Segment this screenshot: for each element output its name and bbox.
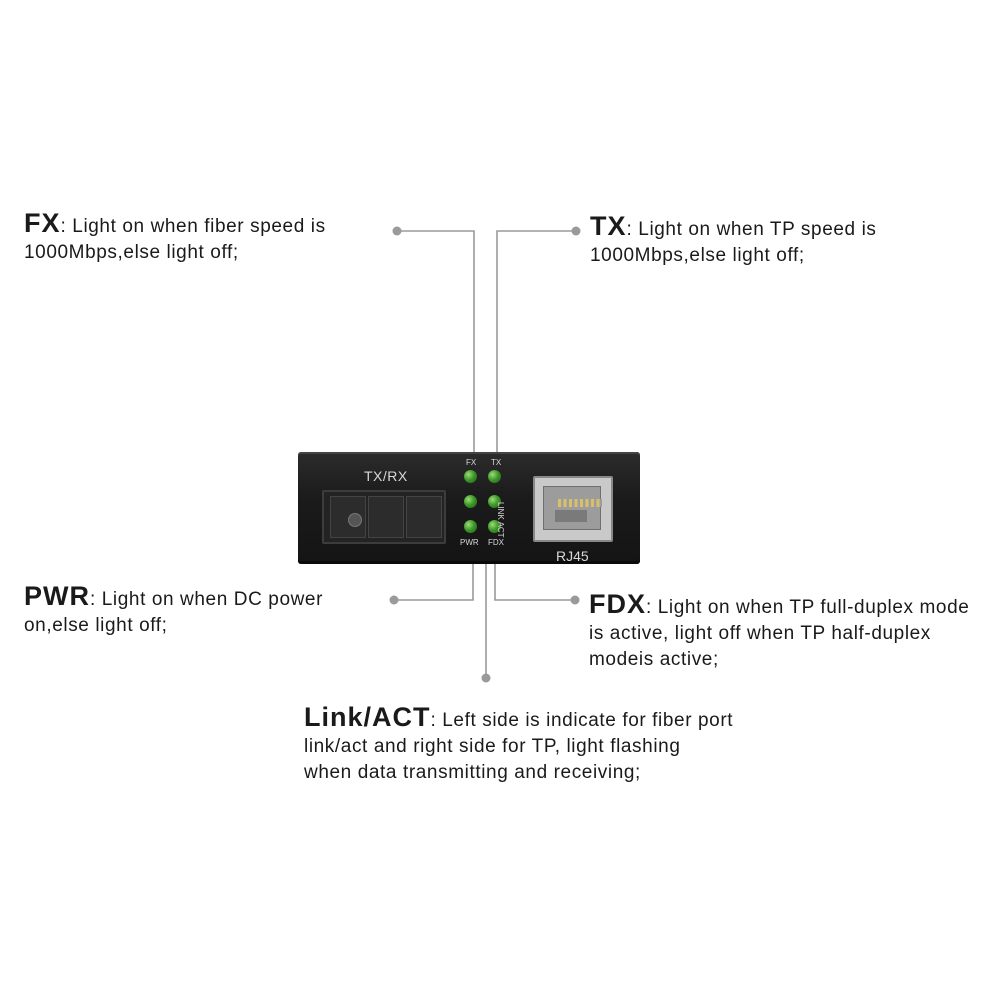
connector-pwr	[394, 550, 474, 601]
rj45-pins	[558, 499, 602, 507]
callout-fx-key: FX	[24, 208, 61, 238]
callout-link-act-text: : Left side is indicate for fiber port l…	[304, 710, 734, 783]
fx-led	[464, 470, 477, 483]
callout-pwr-key: PWR	[24, 581, 90, 611]
pwr-led-label: PWR	[460, 538, 479, 547]
connector-fdx	[494, 550, 573, 601]
media-converter-device: TX/RX FX TX LINK ACT PWR FDX RJ45	[298, 452, 640, 564]
callout-fdx: FDX: Light on when TP full-duplex mode i…	[589, 591, 989, 673]
rj45-cavity	[543, 486, 602, 530]
tx-led-label: TX	[491, 458, 502, 467]
pwr-led	[464, 520, 477, 533]
callout-fdx-key: FDX	[589, 589, 646, 619]
link-act-led-label: LINK ACT	[496, 502, 505, 538]
fdx-led-label: FDX	[488, 538, 504, 547]
callout-pwr: PWR: Light on when DC power on,else ligh…	[24, 583, 394, 639]
fdx-led	[488, 520, 501, 533]
callout-link-act-key: Link/ACT	[304, 702, 431, 732]
connector-dot-tx	[571, 226, 581, 236]
rj45-label: RJ45	[556, 548, 589, 564]
fiber-slot	[368, 496, 404, 538]
fiber-slot	[330, 496, 366, 538]
txrx-label: TX/RX	[364, 468, 408, 484]
sc-fiber-port	[322, 490, 446, 544]
callout-tx: TX: Light on when TP speed is 1000Mbps,e…	[590, 213, 970, 269]
callout-tx-text: : Light on when TP speed is 1000Mbps,els…	[590, 219, 877, 266]
callout-fdx-text: : Light on when TP full-duplex mode is a…	[589, 597, 970, 670]
tx-led	[488, 470, 501, 483]
connector-fx	[397, 230, 475, 460]
callout-fx-text: : Light on when fiber speed is 1000Mbps,…	[24, 216, 326, 263]
rj45-tab	[555, 510, 587, 522]
connector-dot-fdx	[570, 595, 580, 605]
link-act-fiber-led	[464, 495, 477, 508]
callout-fx: FX: Light on when fiber speed is 1000Mbp…	[24, 210, 394, 266]
callout-tx-key: TX	[590, 211, 627, 241]
callout-pwr-text: : Light on when DC power on,else light o…	[24, 589, 324, 636]
connector-dot-fx	[392, 226, 402, 236]
connector-dot-pwr	[389, 595, 399, 605]
link-act-tp-led	[488, 495, 501, 508]
fiber-slot	[406, 496, 442, 538]
callout-link-act: Link/ACT: Left side is indicate for fibe…	[304, 704, 734, 786]
connector-tx	[496, 230, 574, 460]
connector-dot-link	[481, 673, 491, 683]
rj45-port	[533, 476, 613, 542]
fx-led-label: FX	[466, 458, 477, 467]
fiber-ferrule	[348, 513, 362, 527]
